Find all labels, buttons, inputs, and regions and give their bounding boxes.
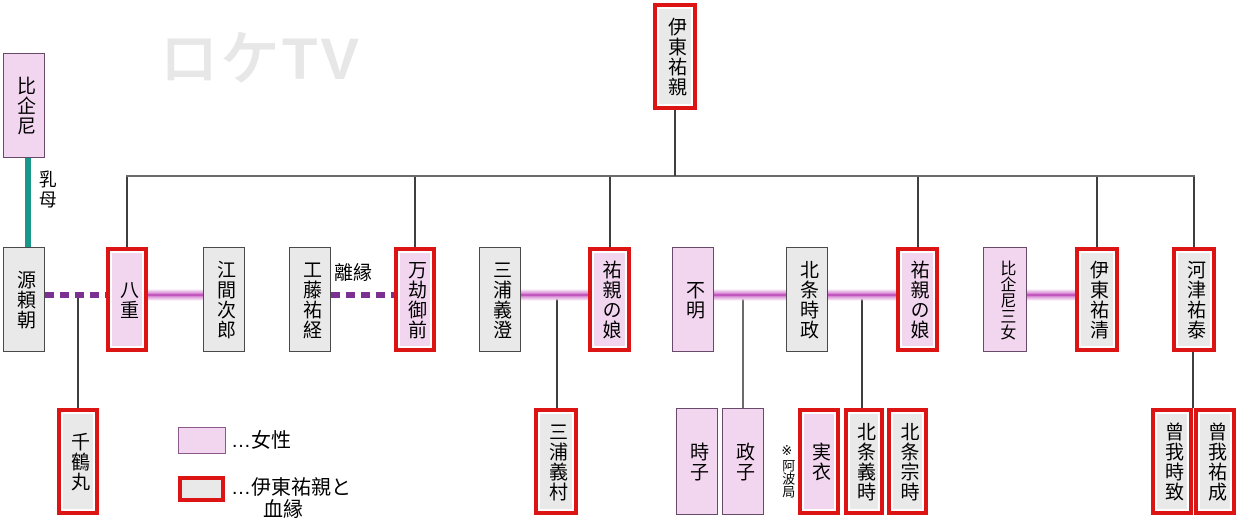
person-box-mango-gozen: 万劫御前 (394, 247, 436, 352)
marriage-sanjo-sukekiyo-line (1026, 289, 1076, 301)
person-box-soga-sukenari: 曾我祐成 (1194, 408, 1236, 515)
divorce-label: 離縁 (334, 263, 373, 284)
drop-soga-brothers-line (1192, 352, 1194, 408)
person-box-yae: 八重 (106, 247, 148, 352)
person-box-tokiko: 時子 (676, 408, 718, 515)
drop-masako-line (742, 297, 744, 408)
marriage-miura-daughter1-line (520, 289, 589, 301)
wetnurse-label: 乳母 (36, 170, 57, 210)
person-box-ito-sukekiyo: 伊東祐清 (1075, 247, 1119, 352)
drop-chizurumaru-line (77, 297, 79, 408)
person-box-hojo-tokimasa: 北条時政 (786, 247, 828, 352)
legend-blood-label-line1: …伊東祐親と (231, 477, 351, 499)
watermark-logo: ロケTV (160, 27, 363, 92)
sukechika-drop-line (674, 109, 676, 176)
drop-daughter2-line (917, 176, 919, 247)
divorce-yoritomo-yae-line (45, 292, 107, 298)
drop-ito-sukekiyo-line (1096, 176, 1098, 247)
person-box-fumei: 不明 (672, 247, 714, 352)
drop-yae-line (126, 176, 128, 247)
wetnurse-line-line (25, 157, 31, 248)
marriage-tokimasa-daughter2-line (827, 289, 897, 301)
legend-blood-label-line2: 血縁 (263, 499, 303, 521)
person-box-chizurumaru: 千鶴丸 (57, 408, 99, 515)
person-box-masako: 政子 (722, 408, 764, 515)
person-box-kawazu-sukeyasu: 河津祐泰 (1172, 247, 1216, 352)
drop-hojo-yoshitoki-line (861, 297, 863, 408)
person-box-ito-sukechika: 伊東祐親 (653, 3, 697, 110)
person-box-mii: 実衣 (798, 408, 840, 515)
legend-female-swatch (178, 427, 226, 454)
drop-kawazu-sukeyasu-line (1193, 176, 1195, 247)
person-box-ema-jiro: 江間次郎 (203, 247, 245, 352)
drop-miura-yoshimura-line (556, 297, 558, 408)
person-box-sukechika-daughter1: 祐親の娘 (588, 247, 631, 352)
person-box-miura-yoshimura: 三浦義村 (534, 408, 578, 515)
person-box-miura-yoshizumi: 三浦義澄 (479, 247, 521, 352)
person-box-hojo-yoshitoki: 北条義時 (844, 408, 884, 515)
person-box-hiki-no-ama-sanjo: 比企尼三女 (983, 247, 1027, 352)
person-box-hojo-munetoki: 北条宗時 (887, 408, 928, 515)
person-box-sukechika-daughter2: 祐親の娘 (896, 247, 939, 352)
person-box-kudo-suketsune: 工藤祐経 (289, 247, 331, 352)
person-box-minamoto-yoritomo: 源頼朝 (3, 247, 45, 352)
divorce-kudo-mango-line (331, 292, 395, 298)
person-box-hiki-no-ama: 比企尼 (3, 53, 45, 158)
drop-mango-gozen-line (414, 176, 416, 247)
awa-no-tsubone-note: ※阿波局 (780, 444, 796, 498)
marriage-fumei-tokimasa-line (713, 289, 787, 301)
legend-female-label: …女性 (231, 430, 291, 452)
drop-daughter1-line (609, 176, 611, 247)
marriage-yae-ema-line (147, 289, 204, 301)
legend-blood-label: …伊東祐親と 血縁 (231, 477, 351, 521)
legend-blood-swatch (178, 476, 225, 502)
children-rail-line (126, 175, 1195, 177)
person-box-soga-tokimune: 曾我時致 (1151, 408, 1193, 515)
